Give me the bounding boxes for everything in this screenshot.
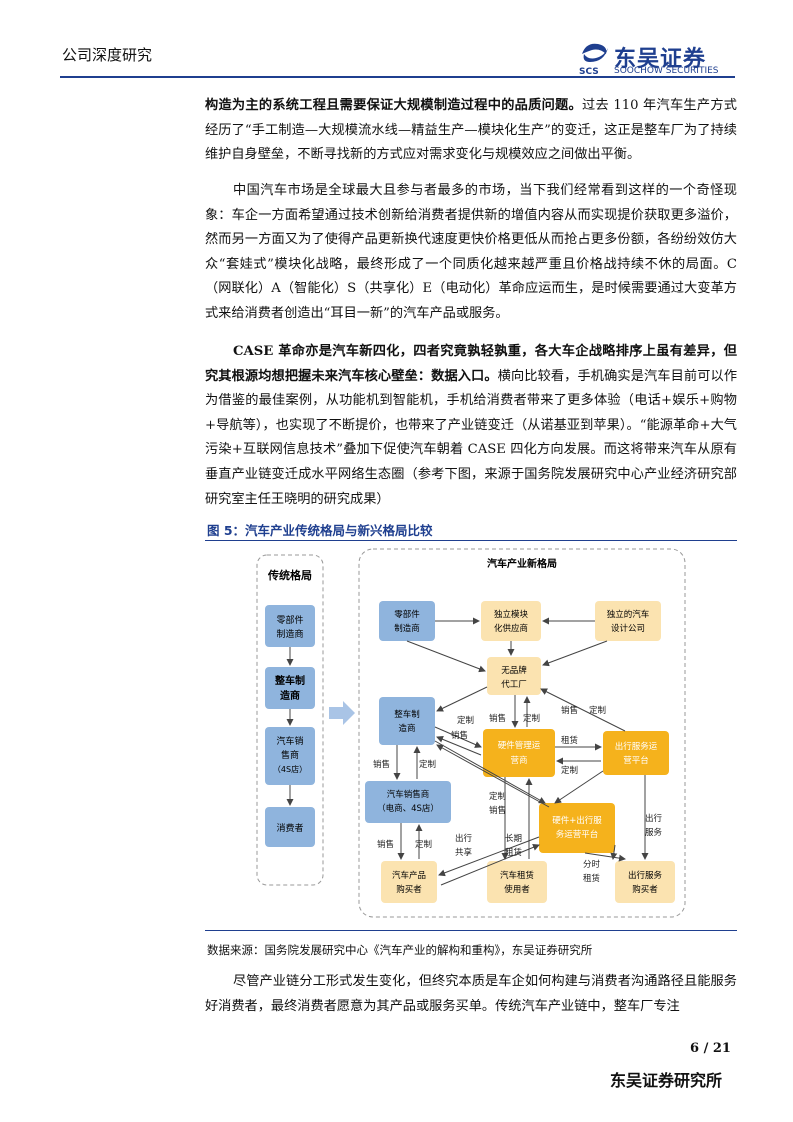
edge-mobility-2: 服务	[645, 827, 663, 838]
node-maker-l1: 整车制	[394, 709, 420, 720]
transition-arrow-icon	[329, 701, 355, 725]
node-dealer-l1: 汽车销售商	[387, 789, 430, 800]
node-dealer	[365, 781, 451, 823]
edge-sales-5: 销售	[489, 805, 506, 816]
paragraph-3: CASE 革命亦是汽车新四化，四者究竟孰轻孰重，各大车企战略排序上虽有差异，但究…	[205, 340, 737, 512]
node-module	[481, 601, 541, 641]
paragraph-1: 构造为主的系统工程且需要保证大规模制造过程中的品质问题。过去 110 年汽车生产…	[205, 94, 737, 168]
node-buyer	[381, 861, 437, 903]
node-hw-op	[483, 729, 555, 777]
node-design-l1: 独立的汽车	[607, 609, 650, 620]
node-svc-buyer	[615, 861, 675, 903]
edge-custom-6: 定制	[489, 791, 506, 802]
node-oem-l1: 无品牌	[501, 665, 527, 676]
node-hw-svc	[539, 803, 615, 853]
trad-consumer-label: 消费者	[276, 822, 303, 834]
logo-cn: 东吴证券	[614, 47, 707, 72]
trad-maker-l1: 整车制	[274, 674, 305, 687]
paragraph-2: 中国汽车市场是全球最大且参与者最多的市场，当下我们经常看到这样的一个奇怪现象：车…	[205, 183, 737, 321]
node-dealer-l2: （电商、4S店）	[377, 803, 439, 814]
logo-mark: SCS	[579, 67, 599, 76]
node-maker	[379, 697, 435, 745]
node-renter	[487, 861, 547, 903]
node-hw-svc-l1: 硬件+出行服	[552, 815, 602, 826]
diagram-edges	[393, 617, 649, 886]
trad-dealer-l2: 售商	[281, 749, 299, 761]
node-svc-buyer-l1: 出行服务	[628, 870, 663, 881]
edge-ride-share-1: 出行	[455, 833, 473, 844]
trad-parts-l2: 制造商	[276, 628, 303, 640]
node-hw-svc-l2: 务运营平台	[556, 829, 599, 840]
node-parts	[379, 601, 435, 641]
figure-rule-top	[205, 540, 737, 541]
header-rule	[60, 76, 735, 78]
node-design-l2: 设计公司	[611, 623, 645, 634]
node-buyer-l1: 汽车产品	[392, 870, 426, 881]
node-buyer-l2: 购买者	[396, 884, 422, 895]
trad-node-dealer	[265, 727, 315, 785]
node-module-l2: 化供应商	[494, 623, 528, 634]
logo-en: SOOCHOW SECURITIES	[614, 66, 719, 76]
edge-sales-4: 销售	[373, 759, 390, 770]
page-number: 6 / 21	[690, 1041, 731, 1056]
footer-institute: 东吴证券研究所	[610, 1071, 723, 1090]
edge-long-rent-1: 长期	[505, 833, 522, 844]
edge-ride-share-2: 共享	[455, 847, 473, 858]
node-design	[595, 601, 661, 641]
paragraph-4: 尽管产业链分工形式发生变化，但终究本质是车企如何构建与消费者沟通路径且能服务好消…	[205, 974, 737, 1014]
edge-custom-2: 定制	[523, 713, 540, 724]
edge-custom-1: 定制	[457, 715, 474, 726]
edge-mobility-1: 出行	[645, 813, 663, 824]
node-svc-platform	[603, 731, 669, 775]
paragraph-1-text: 过去 110 年汽车生产方式经历了“手工制造—大规模流水线—精益生产—模块化生产…	[205, 98, 737, 163]
node-svc-l2: 营平台	[623, 755, 649, 766]
paragraph-1-bold: 构造为主的系统工程且需要保证大规模制造过程中的品质问题。	[205, 98, 582, 113]
figure-title: 图 5：汽车产业传统格局与新兴格局比较	[207, 523, 433, 538]
new-title: 汽车产业新格局	[487, 557, 557, 570]
node-svc-l1: 出行服务运	[615, 741, 658, 752]
trad-node-maker	[265, 667, 315, 709]
trad-node-consumer	[265, 807, 315, 847]
node-parts-l2: 制造商	[394, 623, 420, 634]
trad-dealer-l3: （4S店）	[273, 764, 307, 774]
node-oem	[487, 657, 541, 695]
node-renter-l2: 使用者	[504, 884, 530, 895]
edge-time-rent-1: 分时	[583, 859, 601, 870]
paragraph-3-bold: CASE 革命亦是汽车新四化，四者究竟孰轻孰重，各大车企战略排序上虽有差异，但究…	[205, 344, 737, 384]
paragraph-3-text: 横向比较看，手机确实是汽车目前可以作为借鉴的最佳案例，从功能机到智能机，手机给消…	[205, 368, 738, 507]
industry-diagram: 传统格局 零部件 制造商 整车制 造商 汽车销 售商 （4S店） 消费者 汽车产…	[256, 548, 686, 918]
node-parts-l1: 零部件	[394, 609, 420, 620]
figure-rule-bottom	[205, 930, 737, 931]
edge-sales-3: 销售	[561, 705, 578, 716]
edge-long-rent-2: 租赁	[505, 847, 523, 858]
company-logo: SCS 东吴证券 SOOCHOW SECURITIES	[578, 40, 740, 77]
node-hw-op-l1: 硬件管理运	[498, 740, 541, 751]
edge-sales-2: 销售	[489, 713, 506, 724]
trad-maker-l2: 造商	[280, 689, 300, 702]
trad-dealer-l1: 汽车销	[276, 735, 303, 747]
edge-rent-1: 租赁	[561, 735, 579, 746]
figure-source: 数据来源：国务院发展研究中心《汽车产业的解构和重构》，东吴证券研究所	[207, 943, 593, 957]
trad-node-parts	[265, 605, 315, 647]
node-hw-op-l2: 营商	[510, 755, 527, 766]
node-module-l1: 独立模块	[494, 609, 529, 620]
node-oem-l2: 代工厂	[501, 679, 527, 690]
edge-sales-6: 销售	[377, 839, 394, 850]
node-svc-buyer-l2: 购买者	[632, 884, 658, 895]
edge-sales-1: 销售	[451, 730, 468, 741]
node-renter-l1: 汽车租赁	[500, 870, 535, 881]
report-type: 公司深度研究	[62, 46, 153, 64]
traditional-title: 传统格局	[267, 568, 312, 582]
edge-custom-3: 定制	[589, 705, 606, 716]
edge-custom-4: 定制	[561, 765, 578, 776]
edge-custom-5: 定制	[419, 759, 436, 770]
node-maker-l2: 造商	[398, 723, 415, 734]
trad-parts-l1: 零部件	[276, 614, 303, 626]
scs-logo-icon: SCS	[579, 43, 608, 77]
edge-time-rent-2: 租赁	[583, 873, 601, 884]
edge-custom-7: 定制	[415, 839, 432, 850]
